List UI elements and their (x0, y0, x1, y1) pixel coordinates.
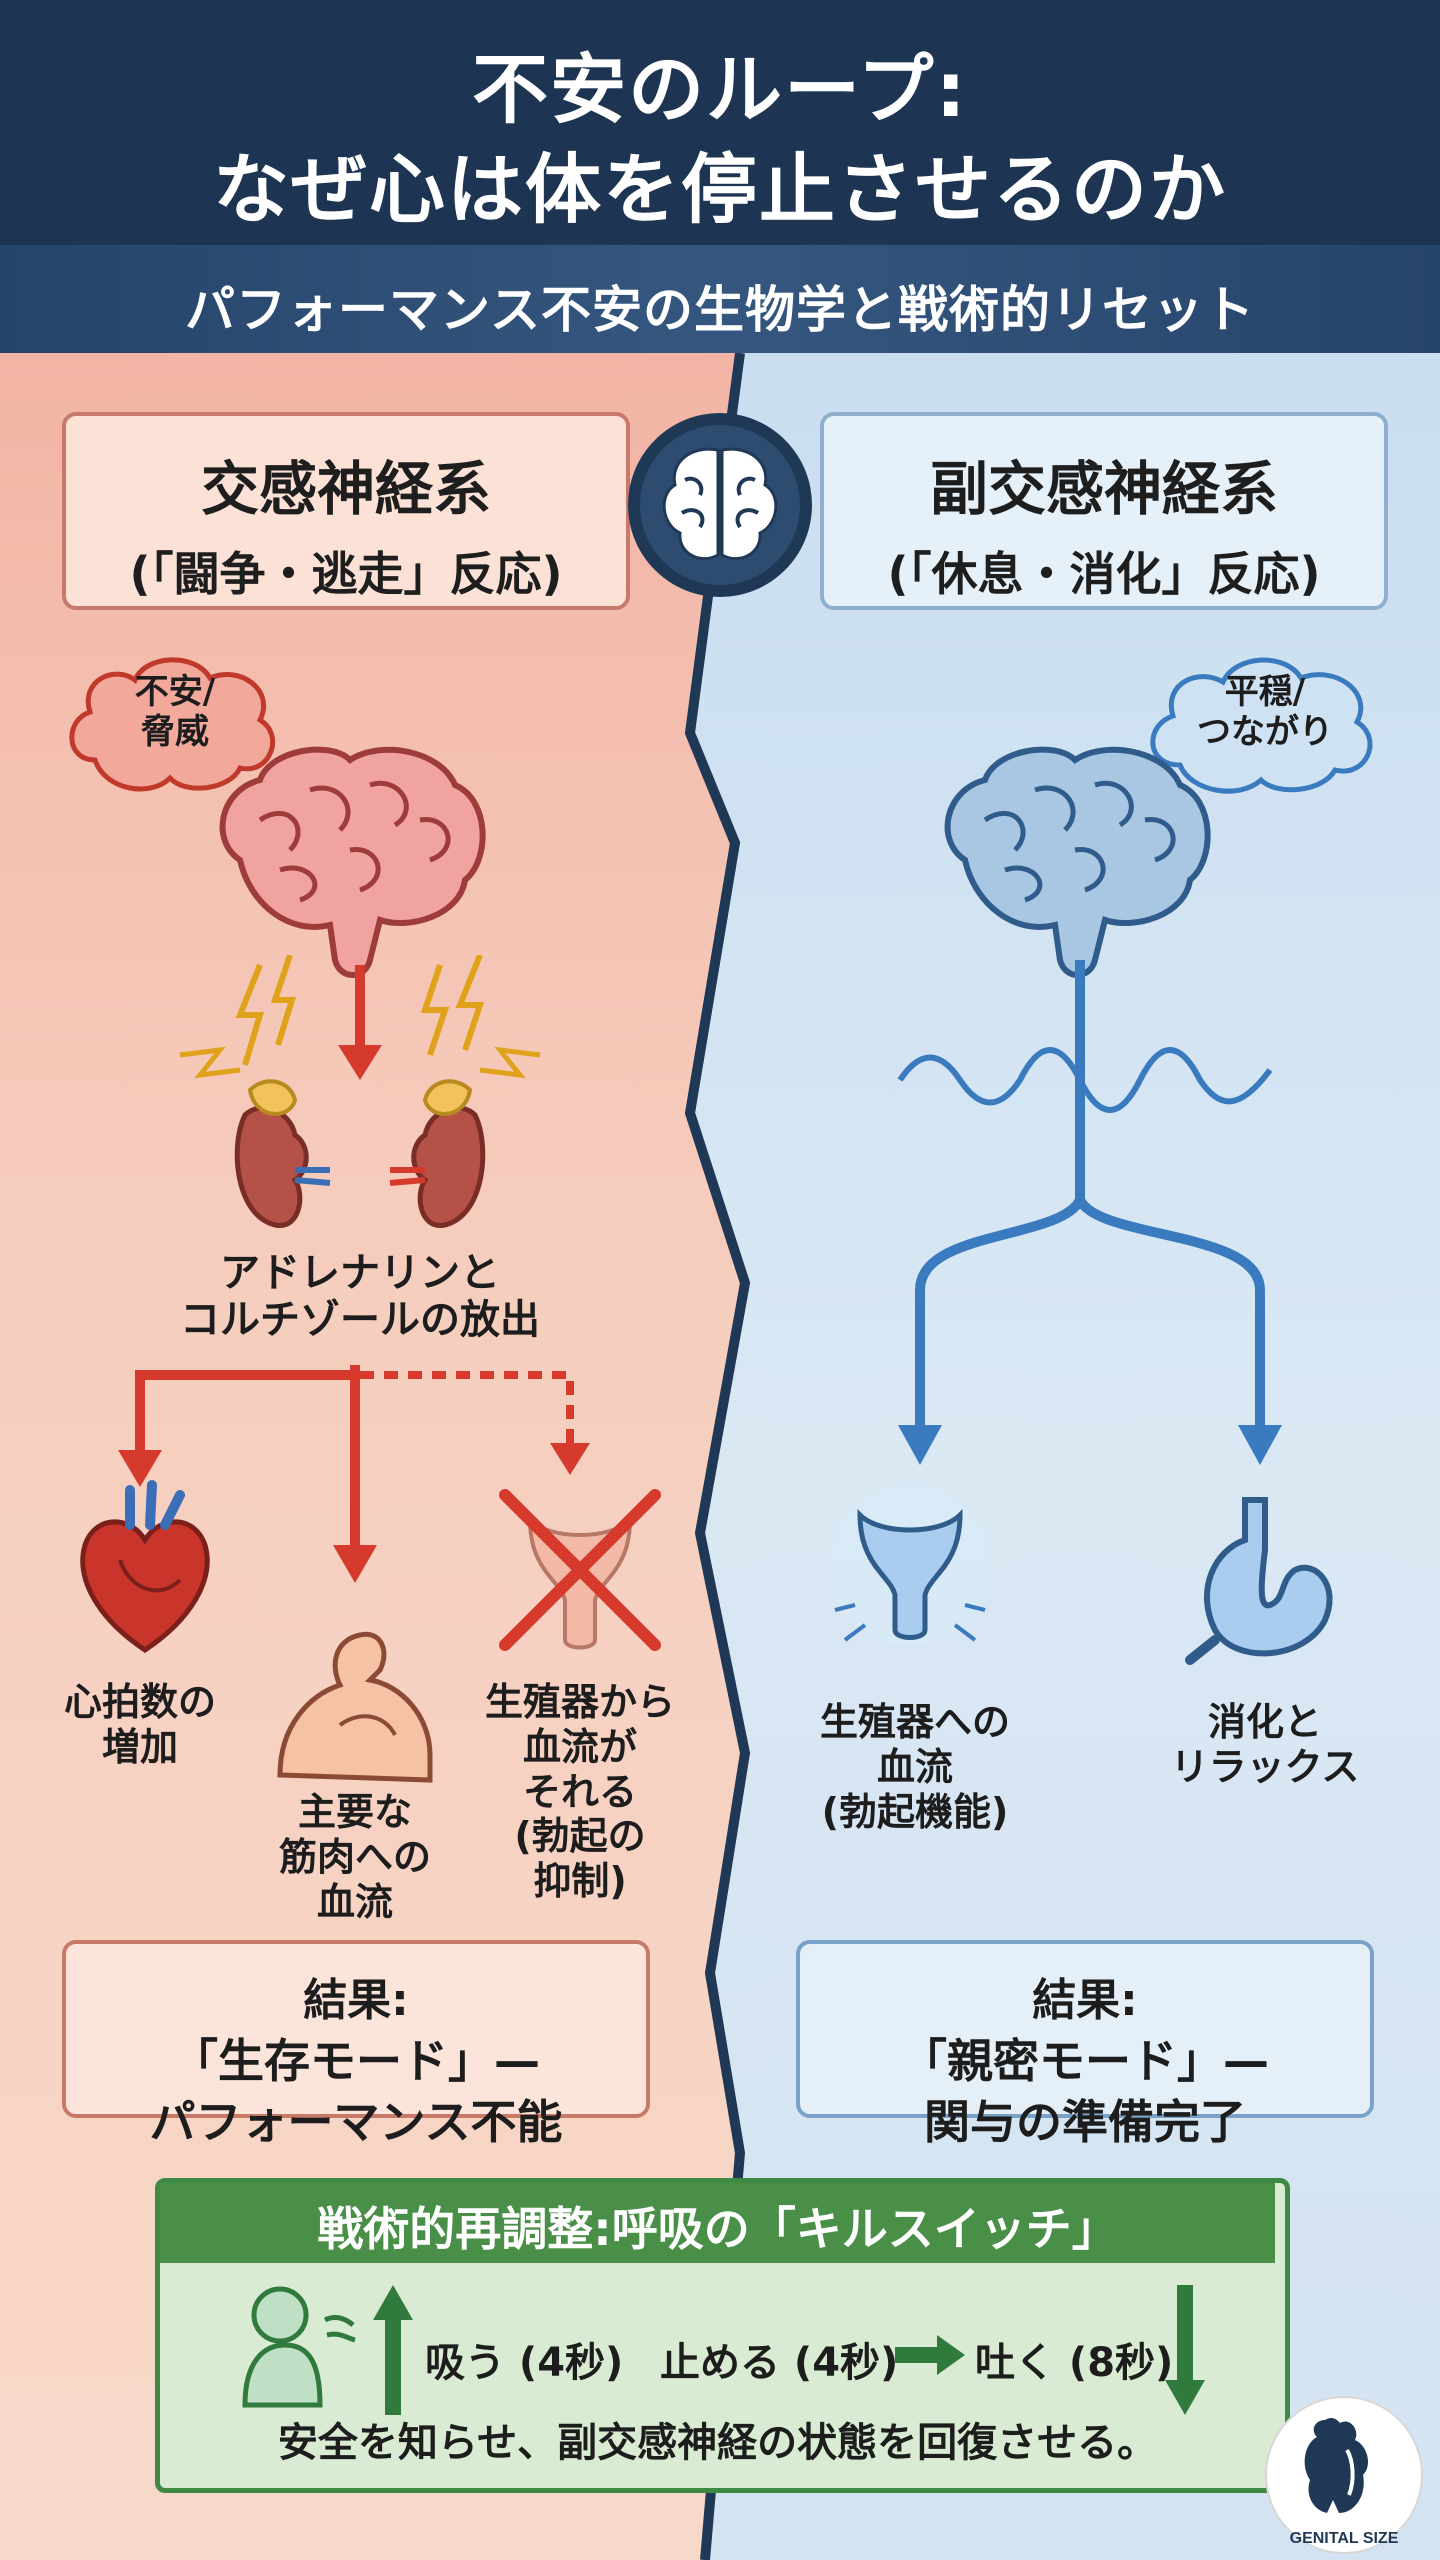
page-title-line-1: 不安のループ: (472, 45, 968, 134)
stressed-brain-icon (219, 746, 486, 978)
sympathetic-subtitle: (「闘争・逃走」反応) (129, 547, 563, 601)
genital-diverted-line-4: (勃起の (514, 1814, 646, 1859)
muscle-line-2: 筋肉への (278, 1834, 431, 1879)
sympathetic-result-line-2: パフォーマンス不能 (149, 2095, 563, 2150)
exhale-arrow-down-icon (1165, 2285, 1205, 2415)
parasympathetic-branch-arrows (897, 960, 1282, 1465)
stomach-icon (1185, 1497, 1333, 1665)
logo-text: GENITAL SIZE (1290, 2530, 1399, 2547)
parasympathetic-result-box: 結果: 「親密モード」— 関与の準備完了 (796, 1940, 1374, 2149)
sympathetic-system-box: 交感神経系 (「闘争・逃走」反応) (62, 412, 630, 610)
breathing-person-icon (242, 2286, 356, 2408)
calm-thought-line-2: つながり (1197, 712, 1333, 753)
muscle-line-3: 血流 (316, 1879, 393, 1924)
genital-flow-line-2: 血流 (876, 1744, 953, 1789)
genital-flow-line-1: 生殖器への (819, 1700, 1010, 1744)
page-title-line-2: なぜ心は体を停止させるのか (213, 145, 1227, 234)
calm-thought-label: 平穏/ つながり (1165, 672, 1365, 752)
inhale-arrow-up-icon (373, 2285, 413, 2415)
digestion-line-2: リラックス (1170, 1744, 1360, 1789)
parasympathetic-result-line-1: 「親密モード」— (901, 2034, 1269, 2088)
genital-diverted-line-1: 生殖器から (484, 1680, 675, 1724)
genital-size-logo: GENITAL SIZE (1265, 2396, 1423, 2554)
calm-thought-line-1: 平穏/ (1224, 672, 1306, 712)
hold-to-exhale-arrow-icon (895, 2335, 965, 2375)
exhale-step: 吐く (8秒) (975, 2340, 1174, 2386)
genital-blood-flow-label: 生殖器への 血流 (勃起機能) (780, 1700, 1050, 1834)
subtitle-bar (0, 245, 1440, 353)
inhale-step: 吸う (4秒) (425, 2340, 624, 2386)
genital-flow-line-3: (勃起機能) (821, 1789, 1009, 1834)
hormone-line-1: アドレナリンと (220, 1250, 500, 1296)
heart-icon (80, 1480, 210, 1654)
muscle-blood-flow-label: 主要な 筋肉への 血流 (255, 1790, 455, 1924)
anxiety-thought-label: 不安/ 脅威 (90, 672, 260, 752)
stress-lightning-icon (179, 955, 541, 1080)
parasympathetic-result-label: 結果: (1032, 1975, 1138, 2026)
sympathetic-result-box: 結果: 「生存モード」— パフォーマンス不能 (62, 1940, 650, 2149)
healthy-genital-icon (830, 1485, 990, 1645)
center-brain-icon (628, 413, 812, 597)
parasympathetic-subtitle: (「休息・消化」反応) (887, 547, 1321, 601)
sympathetic-title: 交感神経系 (200, 455, 491, 523)
genital-blood-diverted-label: 生殖器から 血流が それる (勃起の 抑制) (460, 1680, 700, 1904)
digestion-relax-label: 消化と リラックス (1150, 1700, 1380, 1790)
heart-rate-label: 心拍数の 増加 (40, 1680, 240, 1770)
flexed-arm-icon (277, 1631, 433, 1783)
hold-step: 止める (4秒) (660, 2340, 899, 2386)
breathing-title: 戦術的再調整:呼吸の「キルスイッチ」 (317, 2202, 1118, 2256)
calm-brain-icon (944, 746, 1211, 978)
breathing-footer: 安全を知らせ、副交感神経の状態を回復させる。 (277, 2420, 1158, 2466)
anxiety-thought-line-2: 脅威 (141, 712, 209, 753)
parasympathetic-result-line-2: 関与の準備完了 (924, 2095, 1246, 2150)
genital-diverted-line-3: それる (522, 1769, 637, 1814)
sympathetic-result-label: 結果: (303, 1975, 409, 2026)
breathing-header-bar (160, 2183, 1275, 2263)
genital-diverted-line-2: 血流が (522, 1724, 637, 1769)
digestion-line-1: 消化と (1207, 1700, 1322, 1744)
heart-rate-line-1: 心拍数の (63, 1680, 216, 1724)
heart-rate-line-2: 増加 (101, 1724, 178, 1769)
sympathetic-branch-arrows (118, 1365, 590, 1583)
genital-diverted-line-5: 抑制) (533, 1859, 627, 1904)
parasympathetic-title: 副交感神経系 (929, 455, 1278, 523)
parasympathetic-system-box: 副交感神経系 (「休息・消化」反応) (820, 412, 1388, 610)
hormone-release-label: アドレナリンと コルチゾールの放出 (140, 1250, 580, 1344)
muscle-line-1: 主要な (297, 1790, 412, 1834)
anxiety-thought-line-1: 不安/ (134, 672, 216, 712)
header-bar (0, 0, 1440, 245)
adrenal-glands-icon (234, 1079, 486, 1228)
sympathetic-result-line-1: 「生存モード」— (172, 2034, 540, 2088)
hormone-line-2: コルチゾールの放出 (180, 1297, 540, 1344)
page-subtitle: パフォーマンス不安の生物学と戦術的リセット (185, 281, 1255, 339)
inhibited-genital-icon (499, 1489, 661, 1651)
